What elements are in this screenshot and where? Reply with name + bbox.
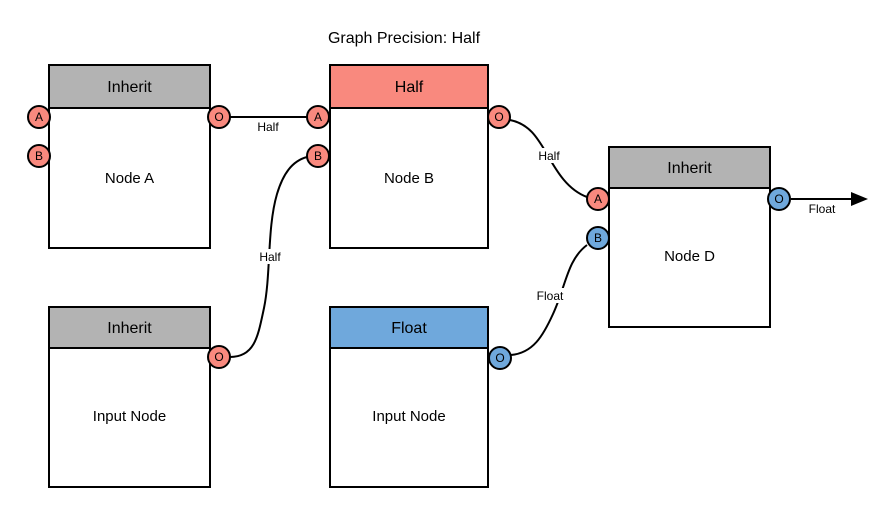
edge-label-input-left-to-b: Half <box>256 249 285 264</box>
port-letter: A <box>594 192 602 206</box>
port-letter: O <box>494 110 503 124</box>
input-node-middle-header <box>329 306 489 349</box>
input-node-middle-port-out: O <box>488 346 512 370</box>
port-circle <box>27 105 51 129</box>
input-node-middle-header-label: Float <box>391 320 427 337</box>
port-letter: B <box>314 149 322 163</box>
arrowhead-icon <box>851 192 868 206</box>
node-a: Inherit Node A <box>48 64 211 249</box>
edge-label-a-to-b: Half <box>257 120 279 134</box>
node-d-port-a: A <box>586 187 610 211</box>
edge-label-text: Float <box>537 289 564 303</box>
edge-label-input-middle-to-d: Float <box>533 288 567 303</box>
port-circle <box>586 187 610 211</box>
node-a-port-out: O <box>207 105 231 129</box>
edge-label-node-d-output: Float <box>809 202 836 216</box>
port-circle <box>767 187 791 211</box>
input-node-left-port-out: O <box>207 345 231 369</box>
port-letter: O <box>495 351 504 365</box>
port-letter: B <box>35 149 43 163</box>
port-letter: A <box>314 110 322 124</box>
node-d: Inherit Node D <box>608 146 771 328</box>
input-node-left-label: Input Node <box>93 408 166 425</box>
node-a-header <box>48 64 211 109</box>
input-node-middle-label: Input Node <box>372 408 445 425</box>
edge-node-d-output <box>791 192 868 206</box>
node-d-label: Node D <box>664 248 715 265</box>
diagram-title: Graph Precision: Half <box>328 30 481 47</box>
node-d-header-label: Inherit <box>667 160 712 177</box>
edge-label-bg <box>535 148 564 163</box>
port-letter: A <box>35 110 43 124</box>
port-letter: O <box>774 192 783 206</box>
edge-label-b-to-d: Half <box>535 148 564 163</box>
input-node-left: Inherit Input Node <box>48 306 211 488</box>
node-b: Half Node B <box>329 64 489 249</box>
node-a-port-a: A <box>27 105 51 129</box>
node-a-label: Node A <box>105 170 154 187</box>
port-circle <box>487 105 511 129</box>
edge-label-bg <box>256 249 285 264</box>
input-node-left-header-label: Inherit <box>107 320 152 337</box>
port-circle <box>207 345 231 369</box>
edge-label-text: Half <box>259 250 281 264</box>
port-circle <box>207 105 231 129</box>
node-b-port-out: O <box>487 105 511 129</box>
edge-label-bg <box>533 288 567 303</box>
node-a-header-label: Inherit <box>107 79 152 96</box>
node-d-port-b: B <box>586 226 610 250</box>
port-circle <box>306 144 330 168</box>
edge-input-middle-to-node-d <box>510 244 588 356</box>
edge-label-text: Half <box>538 149 560 163</box>
node-b-header-label: Half <box>395 79 424 96</box>
node-d-port-out: O <box>767 187 791 211</box>
node-b-header <box>329 64 489 109</box>
port-letter: B <box>594 231 602 245</box>
port-circle <box>306 105 330 129</box>
port-circle <box>586 226 610 250</box>
node-b-port-b: B <box>306 144 330 168</box>
node-d-header <box>608 146 771 189</box>
node-a-port-b: B <box>27 144 51 168</box>
input-node-left-header <box>48 306 211 349</box>
port-letter: O <box>214 110 223 124</box>
port-letter: O <box>214 350 223 364</box>
node-b-port-a: A <box>306 105 330 129</box>
input-node-middle: Float Input Node <box>329 306 489 488</box>
node-b-label: Node B <box>384 170 434 187</box>
port-circle <box>27 144 51 168</box>
port-circle <box>488 346 512 370</box>
